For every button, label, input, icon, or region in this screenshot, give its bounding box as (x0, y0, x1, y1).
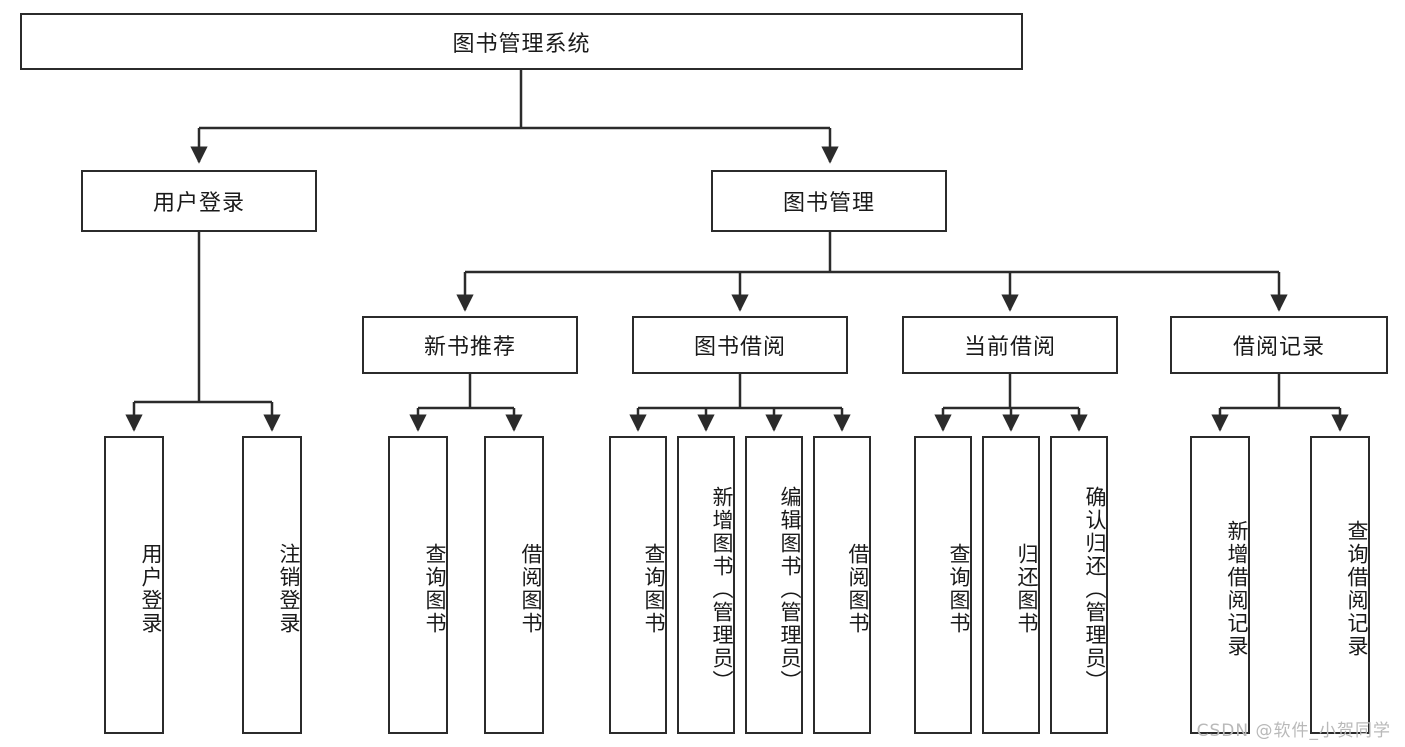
node-current-borrow[interactable]: 当前借阅 (902, 316, 1118, 374)
node-borrow-record-label: 借阅记录 (1232, 335, 1325, 360)
node-book-management-label: 图书管理 (782, 191, 875, 216)
leaf-edit-book-admin[interactable]: 编辑图书（管理员） (745, 436, 803, 734)
leaf-label: 新增借阅记录 (1225, 520, 1249, 658)
node-user-login[interactable]: 用户登录 (81, 170, 317, 232)
leaf-query-book-recommend[interactable]: 查询图书 (388, 436, 448, 734)
node-new-book-recommend[interactable]: 新书推荐 (362, 316, 578, 374)
leaf-label: 借阅图书 (846, 543, 870, 635)
leaf-add-book-admin[interactable]: 新增图书（管理员） (677, 436, 735, 734)
node-book-borrow-label: 图书借阅 (693, 335, 786, 360)
leaf-user-logout[interactable]: 注销登录 (242, 436, 302, 734)
leaf-confirm-return-admin[interactable]: 确认归还（管理员） (1050, 436, 1108, 734)
leaf-query-book-borrow[interactable]: 查询图书 (609, 436, 667, 734)
leaf-borrow-book-recommend[interactable]: 借阅图书 (484, 436, 544, 734)
leaf-label: 查询图书 (423, 543, 447, 635)
leaf-label: 注销登录 (277, 543, 301, 635)
leaf-return-book[interactable]: 归还图书 (982, 436, 1040, 734)
node-borrow-record[interactable]: 借阅记录 (1170, 316, 1388, 374)
node-current-borrow-label: 当前借阅 (963, 335, 1056, 360)
leaf-query-borrow-record[interactable]: 查询借阅记录 (1310, 436, 1370, 734)
leaf-user-login[interactable]: 用户登录 (104, 436, 164, 734)
node-root-label: 图书管理系统 (452, 31, 591, 57)
leaf-label: 确认归还（管理员） (1083, 485, 1107, 693)
leaf-label: 归还图书 (1015, 543, 1039, 635)
leaf-query-book-current[interactable]: 查询图书 (914, 436, 972, 734)
leaf-add-borrow-record[interactable]: 新增借阅记录 (1190, 436, 1250, 734)
leaf-borrow-book[interactable]: 借阅图书 (813, 436, 871, 734)
node-book-borrow[interactable]: 图书借阅 (632, 316, 848, 374)
leaf-label: 查询图书 (947, 543, 971, 635)
node-root[interactable]: 图书管理系统 (20, 13, 1023, 70)
leaf-label: 用户登录 (139, 543, 163, 635)
leaf-label: 查询借阅记录 (1345, 520, 1369, 658)
node-book-management[interactable]: 图书管理 (711, 170, 947, 232)
leaf-label: 新增图书（管理员） (710, 485, 734, 693)
leaf-label: 借阅图书 (519, 543, 543, 635)
leaf-label: 查询图书 (642, 543, 666, 635)
node-new-book-recommend-label: 新书推荐 (423, 335, 516, 360)
node-user-login-label: 用户登录 (152, 191, 245, 216)
leaf-label: 编辑图书（管理员） (778, 485, 802, 693)
